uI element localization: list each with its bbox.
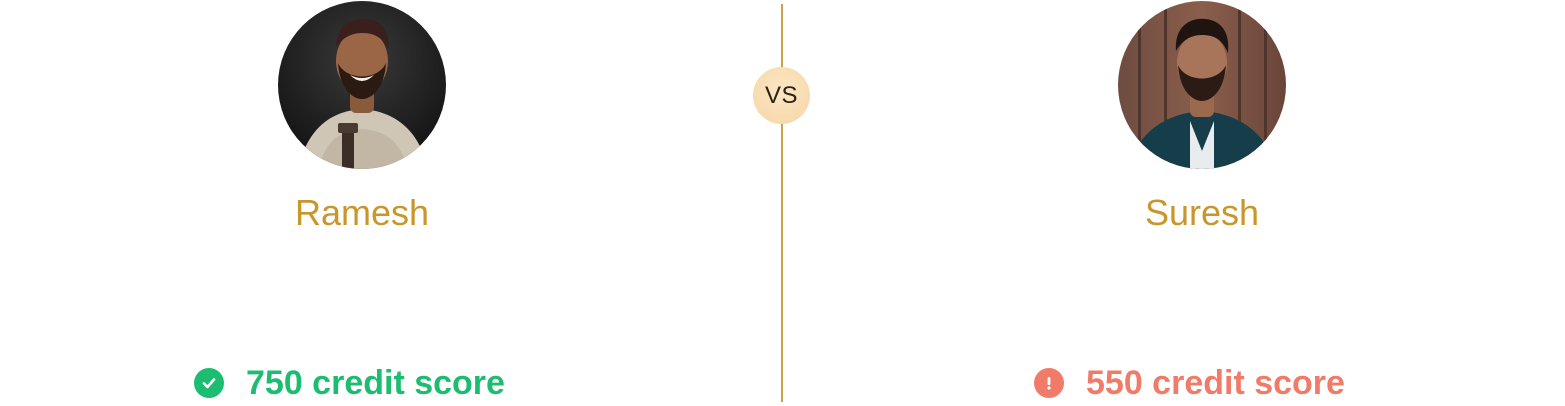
person-card-suresh: Suresh 550 credit score [952,0,1452,406]
avatar-suresh [1118,1,1286,169]
avatar-suresh-image [1118,1,1286,169]
vertical-divider [781,4,783,402]
exclamation-circle-icon [1034,368,1064,398]
person-name: Suresh [1144,192,1260,233]
credit-score-text: 550 credit score [1086,363,1345,402]
credit-score-ramesh: 750 credit score [194,362,505,404]
credit-score-text: 750 credit score [246,363,505,402]
avatar-ramesh [278,1,446,169]
person-name: Ramesh [294,192,430,233]
avatar-ramesh-image [278,1,446,169]
person-card-ramesh: Ramesh 750 credit score [112,0,612,406]
credit-score-suresh: 550 credit score [1034,362,1345,404]
check-circle-icon [194,368,224,398]
vs-badge: VS [753,67,810,124]
